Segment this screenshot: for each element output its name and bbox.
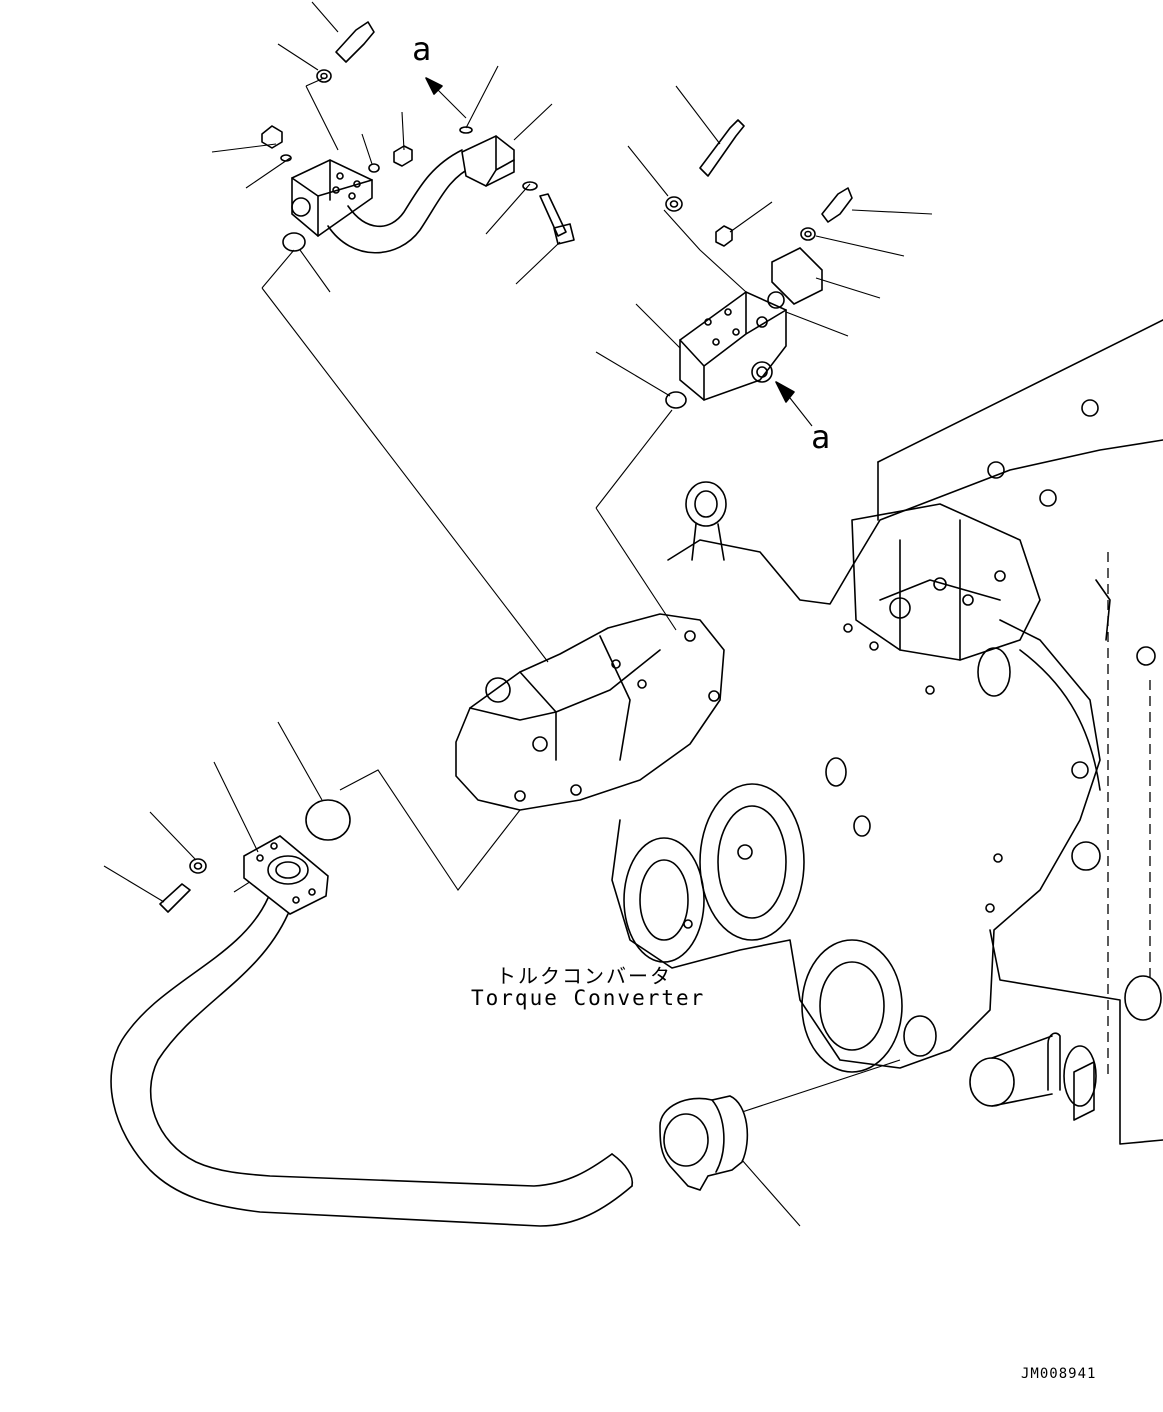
view-marker-a-top: a (412, 30, 432, 68)
upper-left-pipe-assembly (211, 1, 575, 293)
component-label-english: Torque Converter (471, 986, 706, 1010)
figure-id: JM008941 (1021, 1366, 1097, 1382)
view-marker-a-right: a (811, 418, 831, 456)
lower-pipe-assembly (103, 721, 801, 1227)
torque-converter-housing (455, 319, 1163, 1145)
upper-right-bracket-assembly (595, 85, 933, 427)
connection-lines (233, 77, 901, 1115)
component-label-japanese: トルクコンバータ (496, 964, 672, 988)
